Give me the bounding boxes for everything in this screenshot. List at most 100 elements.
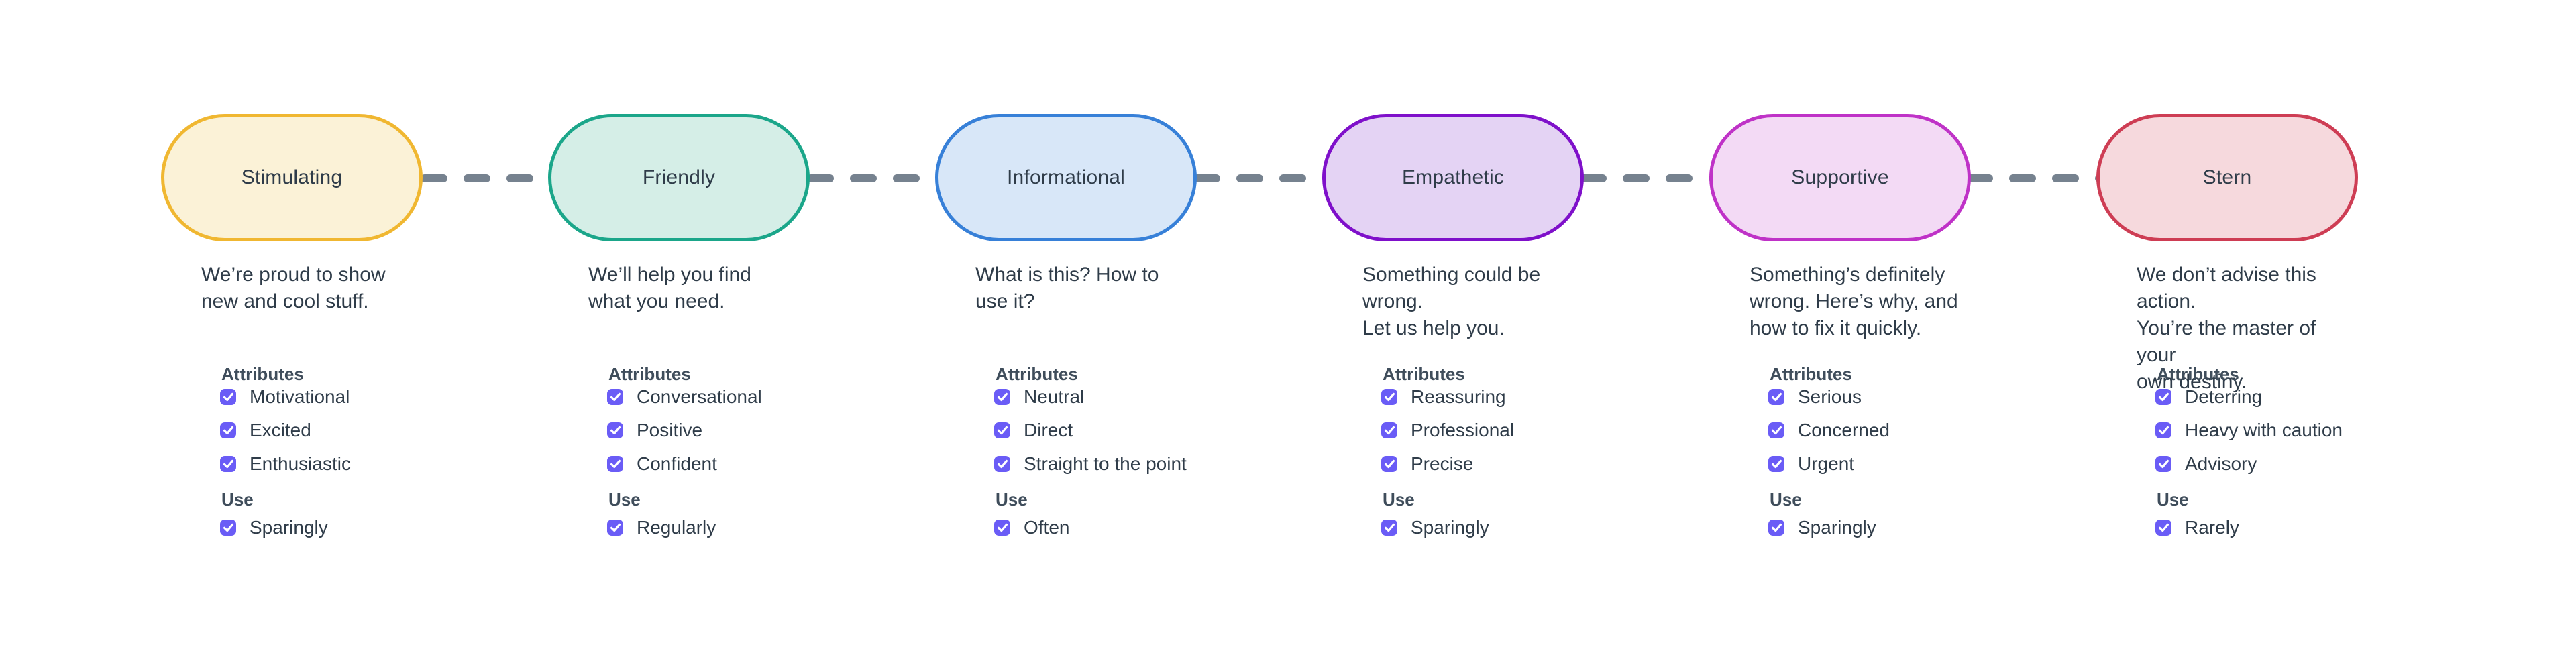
connector-dash: [1279, 174, 1306, 182]
checkbox-checked-icon[interactable]: [607, 389, 623, 405]
checkbox-label: Urgent: [1798, 453, 1855, 474]
attributes-list: Conversational Positive Confident: [548, 386, 810, 474]
checkbox-label: Heavy with caution: [2185, 420, 2343, 440]
checkbox-checked-icon[interactable]: [1381, 422, 1397, 438]
tone-pill-label: Informational: [1006, 166, 1126, 188]
checkbox-checked-icon[interactable]: [1768, 456, 1784, 472]
attribute-checkbox-row[interactable]: Direct: [935, 420, 1197, 440]
attribute-checkbox-row[interactable]: Professional: [1322, 420, 1584, 440]
checkbox-label: Excited: [250, 420, 311, 440]
tone-column-stern: Stern We don’t advise this action. You’r…: [2096, 114, 2358, 538]
attribute-checkbox-row[interactable]: Conversational: [548, 386, 810, 407]
attribute-checkbox-row[interactable]: Confident: [548, 453, 810, 474]
attribute-checkbox-row[interactable]: Urgent: [1709, 453, 1971, 474]
use-list: Sparingly: [161, 517, 423, 538]
checkbox-checked-icon[interactable]: [2155, 520, 2171, 536]
use-checkbox-row[interactable]: Sparingly: [1709, 517, 1971, 538]
checkbox-checked-icon[interactable]: [607, 422, 623, 438]
attributes-list: Neutral Direct Straight to the point: [935, 386, 1197, 474]
checkbox-label: Concerned: [1798, 420, 1890, 440]
checkbox-checked-icon[interactable]: [994, 520, 1010, 536]
checkbox-checked-icon[interactable]: [2155, 456, 2171, 472]
connector-dash: [1580, 174, 1607, 182]
tone-column-empathetic: Empathetic Something could be wrong. Let…: [1322, 114, 1584, 538]
tone-pill-label: Supportive: [1791, 166, 1889, 188]
tone-description: Something could be wrong. Let us help yo…: [1362, 263, 1541, 339]
attribute-checkbox-row[interactable]: Serious: [1709, 386, 1971, 407]
checkbox-checked-icon[interactable]: [1381, 456, 1397, 472]
attribute-checkbox-row[interactable]: Reassuring: [1322, 386, 1584, 407]
checkbox-checked-icon[interactable]: [1768, 422, 1784, 438]
attribute-checkbox-row[interactable]: Enthusiastic: [161, 453, 423, 474]
checkbox-checked-icon[interactable]: [220, 456, 236, 472]
use-heading: Use: [1770, 489, 1802, 510]
checkbox-checked-icon[interactable]: [1381, 389, 1397, 405]
attribute-checkbox-row[interactable]: Concerned: [1709, 420, 1971, 440]
checkbox-label: Rarely: [2185, 517, 2239, 538]
checkbox-label: Sparingly: [1798, 517, 1876, 538]
checkbox-label: Deterring: [2185, 386, 2263, 407]
use-list: Regularly: [548, 517, 810, 538]
use-checkbox-row[interactable]: Often: [935, 517, 1197, 538]
attributes-heading: Attributes: [1770, 364, 1852, 384]
tone-column-informational: Informational What is this? How to use i…: [935, 114, 1197, 538]
attribute-checkbox-row[interactable]: Heavy with caution: [2096, 420, 2358, 440]
connector-dash: [850, 174, 877, 182]
tone-pill-label: Friendly: [642, 166, 716, 188]
attribute-checkbox-row[interactable]: Positive: [548, 420, 810, 440]
attribute-checkbox-row[interactable]: Straight to the point: [935, 453, 1197, 474]
attribute-checkbox-row[interactable]: Neutral: [935, 386, 1197, 407]
checkbox-checked-icon[interactable]: [607, 520, 623, 536]
checkbox-checked-icon[interactable]: [994, 389, 1010, 405]
use-checkbox-row[interactable]: Sparingly: [161, 517, 423, 538]
tone-column-friendly: Friendly We’ll help you find what you ne…: [548, 114, 810, 538]
checkbox-label: Direct: [1024, 420, 1073, 440]
attributes-list: Motivational Excited Enthusiastic: [161, 386, 423, 474]
use-heading: Use: [2157, 489, 2189, 510]
checkbox-checked-icon[interactable]: [220, 520, 236, 536]
checkbox-label: Reassuring: [1411, 386, 1506, 407]
use-heading: Use: [221, 489, 254, 510]
tone-pill-label: Stern: [2202, 166, 2252, 188]
attributes-list: Reassuring Professional Precise: [1322, 386, 1584, 474]
use-heading: Use: [608, 489, 641, 510]
use-list: Sparingly: [1709, 517, 1971, 538]
checkbox-checked-icon[interactable]: [1768, 520, 1784, 536]
connector-dash: [506, 174, 533, 182]
connector-dash: [1193, 174, 1220, 182]
tone-pill: Stern: [2096, 114, 2358, 241]
checkbox-label: Neutral: [1024, 386, 1085, 407]
checkbox-checked-icon[interactable]: [1381, 520, 1397, 536]
checkbox-checked-icon[interactable]: [2155, 422, 2171, 438]
tone-pill: Stimulating: [161, 114, 423, 241]
attribute-checkbox-row[interactable]: Precise: [1322, 453, 1584, 474]
attribute-checkbox-row[interactable]: Excited: [161, 420, 423, 440]
use-checkbox-row[interactable]: Regularly: [548, 517, 810, 538]
use-checkbox-row[interactable]: Rarely: [2096, 517, 2358, 538]
use-list: Sparingly: [1322, 517, 1584, 538]
connector-dash: [1966, 174, 1993, 182]
checkbox-checked-icon[interactable]: [994, 456, 1010, 472]
attribute-checkbox-row[interactable]: Advisory: [2096, 453, 2358, 474]
connector-dash: [2052, 174, 2079, 182]
attributes-heading: Attributes: [608, 364, 691, 384]
tone-description: We don’t advise this action. You’re the …: [2137, 263, 2316, 393]
tone-pill: Informational: [935, 114, 1197, 241]
checkbox-checked-icon[interactable]: [994, 422, 1010, 438]
checkbox-checked-icon[interactable]: [220, 422, 236, 438]
attribute-checkbox-row[interactable]: Deterring: [2096, 386, 2358, 407]
attributes-heading: Attributes: [996, 364, 1078, 384]
tone-description: We’ll help you find what you need.: [588, 263, 751, 312]
checkbox-label: Advisory: [2185, 453, 2257, 474]
checkbox-label: Straight to the point: [1024, 453, 1187, 474]
checkbox-checked-icon[interactable]: [2155, 389, 2171, 405]
checkbox-checked-icon[interactable]: [1768, 389, 1784, 405]
tone-pill: Empathetic: [1322, 114, 1584, 241]
attributes-heading: Attributes: [2157, 364, 2239, 384]
use-checkbox-row[interactable]: Sparingly: [1322, 517, 1584, 538]
attribute-checkbox-row[interactable]: Motivational: [161, 386, 423, 407]
tone-column-supportive: Supportive Something’s definitely wrong.…: [1709, 114, 1971, 538]
checkbox-checked-icon[interactable]: [607, 456, 623, 472]
checkbox-checked-icon[interactable]: [220, 389, 236, 405]
